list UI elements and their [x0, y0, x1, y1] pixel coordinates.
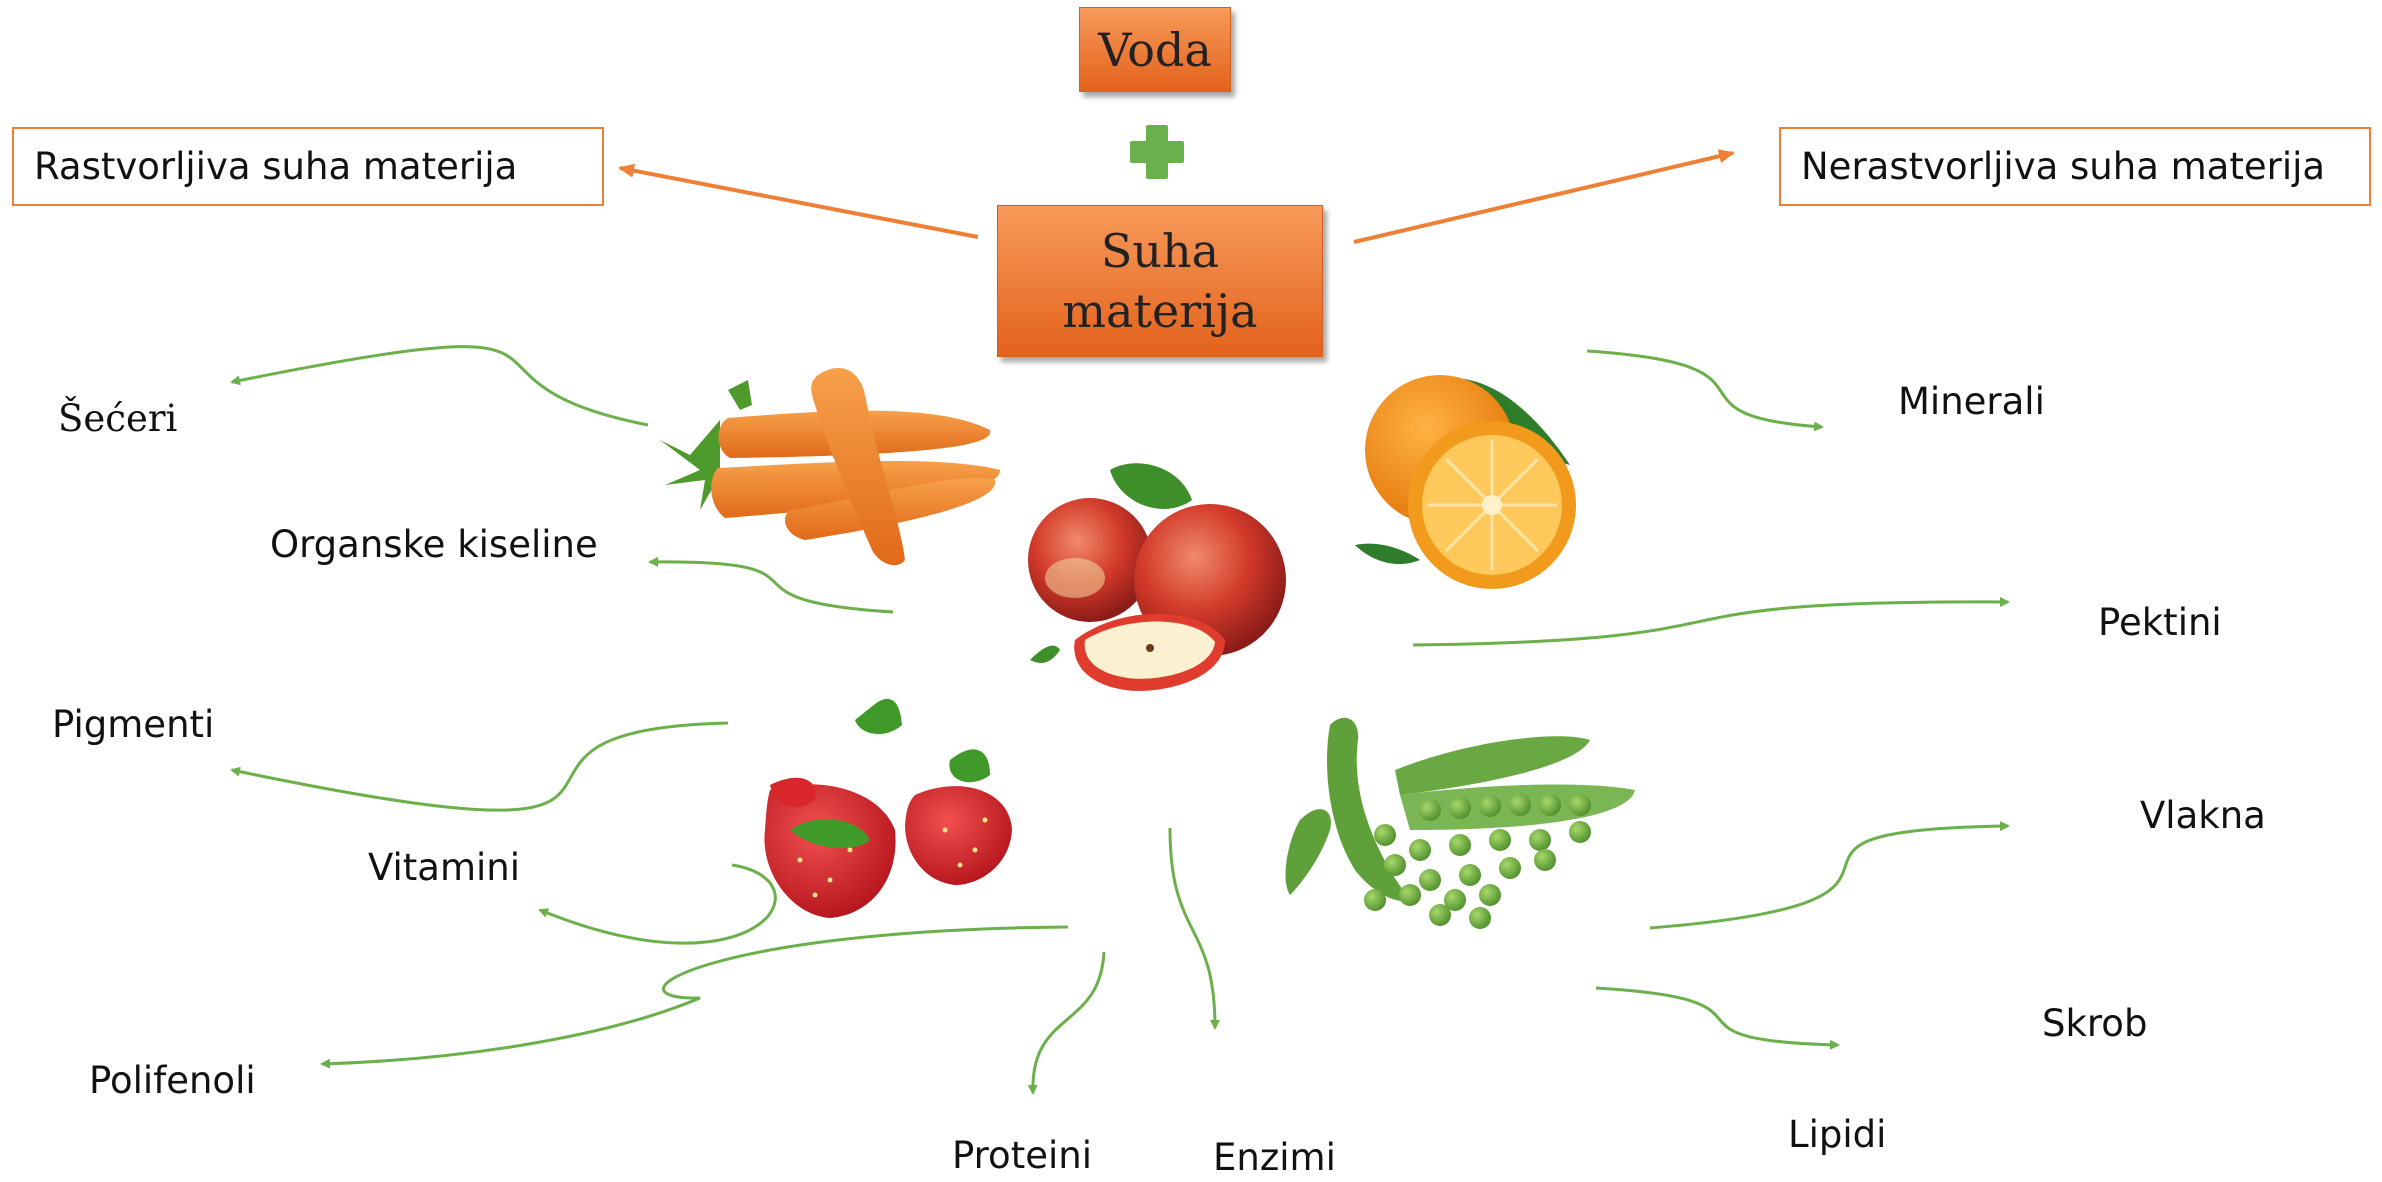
arrow-to-minerali [1587, 351, 1822, 427]
apple-image [1028, 463, 1286, 691]
label-lipidi: Lipidi [1788, 1113, 1886, 1156]
label-pektini: Pektini [2098, 601, 2222, 644]
voda-box: Voda [1079, 7, 1231, 92]
arrow-to-pigmenti [232, 723, 728, 810]
arrow-to-polifenoli [322, 927, 1068, 1064]
orange-image [1355, 375, 1576, 589]
label-organske-kiseline: Organske kiseline [270, 523, 598, 566]
strawberry-image [764, 699, 1012, 918]
label-skrob: Skrob [2042, 1002, 2147, 1045]
suha-materija-box: Suha materija [997, 205, 1323, 357]
arrow-to-nerastvorljiva [1354, 153, 1733, 242]
label-vitamini: Vitamini [368, 846, 520, 889]
label-minerali: Minerali [1898, 380, 2045, 423]
peas-image [1285, 718, 1635, 929]
arrow-to-pektini [1413, 602, 2008, 645]
label-pigmenti: Pigmenti [52, 703, 214, 746]
label-polifenoli: Polifenoli [89, 1059, 256, 1102]
arrow-to-enzimi [1170, 828, 1215, 1028]
label-proteini: Proteini [952, 1134, 1092, 1177]
rastvorljiva-label: Rastvorljiva suha materija [34, 145, 517, 188]
rastvorljiva-box: Rastvorljiva suha materija [12, 127, 604, 206]
arrow-to-proteini [1033, 952, 1104, 1093]
nerastvorljiva-label: Nerastvorljiva suha materija [1801, 145, 2325, 188]
label-vlakna: Vlakna [2140, 794, 2266, 837]
arrow-to-vitamini [540, 865, 775, 943]
carrot-image [660, 368, 1000, 565]
label-seceri: Šećeri [58, 397, 177, 440]
arrow-to-rastvorljiva [620, 168, 978, 237]
label-enzimi: Enzimi [1213, 1136, 1336, 1179]
arrow-to-vlakna [1650, 826, 2008, 928]
plus-icon [1130, 125, 1184, 179]
arrow-to-skrob [1596, 988, 1838, 1045]
arrow-to-organske-kiseline [650, 562, 893, 612]
arrow-to-seceri [232, 347, 648, 425]
nerastvorljiva-box: Nerastvorljiva suha materija [1779, 127, 2371, 206]
